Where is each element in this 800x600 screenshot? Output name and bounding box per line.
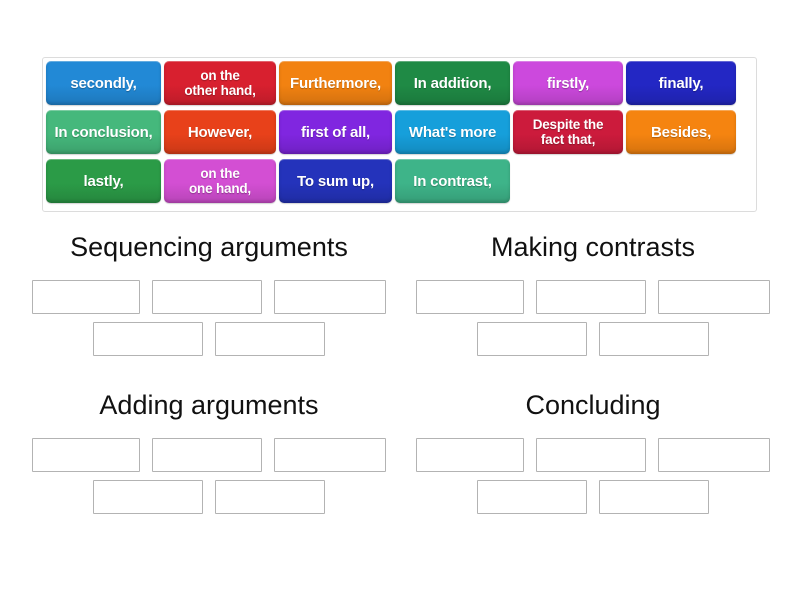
category-group-concluding: Concluding: [408, 388, 778, 522]
group-title: Sequencing arguments: [70, 232, 348, 262]
drop-slot[interactable]: [416, 438, 524, 472]
slot-row: [24, 480, 394, 514]
word-tile[interactable]: firstly,: [513, 61, 623, 105]
drop-zone-list: [408, 438, 778, 514]
word-tile[interactable]: To sum up,: [279, 159, 392, 203]
word-tile[interactable]: on the other hand,: [164, 61, 276, 105]
drop-slot[interactable]: [152, 280, 262, 314]
drop-slot[interactable]: [658, 280, 770, 314]
category-group-making-contrasts: Making contrasts: [408, 230, 778, 364]
drop-slot[interactable]: [215, 322, 325, 356]
category-group-sequencing-arguments: Sequencing arguments: [24, 230, 394, 364]
word-tile[interactable]: first of all,: [279, 110, 392, 154]
word-tile[interactable]: lastly,: [46, 159, 161, 203]
slot-row: [408, 438, 778, 472]
drop-slot[interactable]: [93, 322, 203, 356]
drop-slot[interactable]: [215, 480, 325, 514]
word-tile[interactable]: However,: [164, 110, 276, 154]
word-tile[interactable]: In contrast,: [395, 159, 510, 203]
word-tile[interactable]: secondly,: [46, 61, 161, 105]
word-tile[interactable]: on the one hand,: [164, 159, 276, 203]
word-tile[interactable]: finally,: [626, 61, 736, 105]
tile-tray: secondly,on the other hand,Furthermore,I…: [42, 57, 757, 212]
word-tile[interactable]: Despite the fact that,: [513, 110, 623, 154]
group-title: Adding arguments: [99, 390, 319, 420]
tile-row: lastly,on the one hand,To sum up,In cont…: [46, 159, 753, 207]
drop-slot[interactable]: [152, 438, 262, 472]
group-title: Making contrasts: [490, 232, 696, 262]
tile-row: secondly,on the other hand,Furthermore,I…: [46, 61, 753, 109]
drop-slot[interactable]: [658, 438, 770, 472]
drop-slot[interactable]: [477, 480, 587, 514]
slot-row: [24, 322, 394, 356]
word-tile[interactable]: In addition,: [395, 61, 510, 105]
drop-zone-list: [24, 438, 394, 514]
drop-slot[interactable]: [32, 280, 140, 314]
slot-row: [408, 280, 778, 314]
slot-row: [408, 322, 778, 356]
drop-slot[interactable]: [599, 322, 709, 356]
slot-row: [408, 480, 778, 514]
slot-row: [24, 280, 394, 314]
word-tile[interactable]: In conclusion,: [46, 110, 161, 154]
category-group-adding-arguments: Adding arguments: [24, 388, 394, 522]
word-tile[interactable]: Furthermore,: [279, 61, 392, 105]
drop-slot[interactable]: [477, 322, 587, 356]
drop-slot[interactable]: [416, 280, 524, 314]
drop-slot[interactable]: [32, 438, 140, 472]
drop-slot[interactable]: [599, 480, 709, 514]
group-title: Concluding: [525, 390, 661, 420]
drop-slot[interactable]: [536, 280, 646, 314]
slot-row: [24, 438, 394, 472]
drop-slot[interactable]: [536, 438, 646, 472]
drop-zone-list: [24, 280, 394, 356]
drop-slot[interactable]: [274, 280, 386, 314]
word-tile[interactable]: Besides,: [626, 110, 736, 154]
drop-slot[interactable]: [93, 480, 203, 514]
tile-row: In conclusion,However,first of all,What'…: [46, 110, 753, 158]
word-tile[interactable]: What's more: [395, 110, 510, 154]
drop-zone-list: [408, 280, 778, 356]
drop-slot[interactable]: [274, 438, 386, 472]
